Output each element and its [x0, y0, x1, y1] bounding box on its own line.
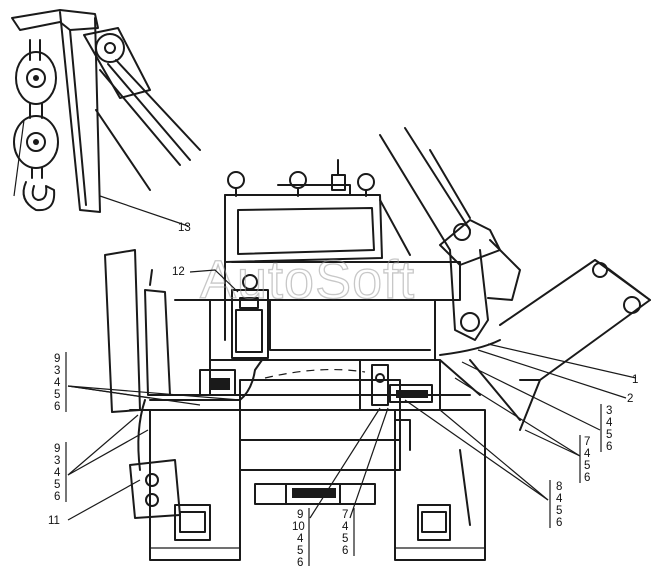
- stack-item: 4: [606, 417, 613, 429]
- stack-item: 5: [606, 429, 612, 441]
- stack-item: 4: [54, 377, 61, 389]
- stack-item: 4: [342, 521, 349, 533]
- cable-runs: [137, 339, 501, 471]
- stack-item: 5: [584, 460, 590, 472]
- callout-2: 2: [627, 393, 633, 405]
- stack-item: 6: [54, 401, 60, 413]
- stack-item: 5: [54, 479, 60, 491]
- stack-left-mid: 9 3 4 5 6: [54, 442, 67, 503]
- stack-item: 4: [584, 448, 591, 460]
- stack-item: 3: [54, 365, 60, 377]
- callout-13: 13: [178, 222, 191, 234]
- stack-right-b: 7 4 5 6: [579, 435, 591, 484]
- stack-item: 9: [297, 509, 303, 521]
- stack-item: 4: [556, 493, 563, 505]
- cab-body: [224, 159, 461, 341]
- right-track-frame: [394, 409, 486, 561]
- stack-item: 5: [342, 533, 348, 545]
- stack-item: 6: [342, 545, 348, 557]
- callout-1: 1: [632, 374, 638, 386]
- stack-item: 5: [54, 389, 60, 401]
- stack-item: 3: [606, 405, 612, 417]
- stack-item: 4: [297, 533, 304, 545]
- stack-item: 7: [342, 509, 348, 521]
- left-track-frame: [129, 409, 241, 561]
- stack-item: 6: [584, 472, 590, 484]
- stack-item: 6: [54, 491, 60, 503]
- stack-right-a: 3 4 5 6: [600, 404, 613, 453]
- leader-lines: [67, 195, 637, 521]
- stack-bottom-b: 7 4 5 6: [342, 508, 355, 557]
- watermark-text: AutoSoft: [200, 250, 415, 310]
- stack-item: 9: [54, 353, 60, 365]
- callout-labels: 13 12 11 1 2: [48, 222, 638, 527]
- hook-block-assembly: [11, 9, 201, 213]
- stack-item: 6: [606, 441, 612, 453]
- stack-item: 7: [584, 436, 590, 448]
- stack-item: 5: [297, 545, 303, 557]
- stack-item: 6: [556, 517, 562, 529]
- stack-item: 4: [54, 467, 61, 479]
- stack-item: 3: [54, 455, 60, 467]
- stack-left-top: 9 3 4 5 6: [54, 352, 67, 413]
- stack-item: 10: [292, 521, 305, 533]
- boom-mechanism: [379, 127, 651, 431]
- control-box: [199, 274, 269, 396]
- stack-item: 8: [556, 481, 562, 493]
- stack-bottom-a: 9 10 4 5 6: [292, 508, 310, 566]
- hydraulic-unit: [359, 359, 441, 411]
- stack-item: 6: [297, 557, 303, 566]
- stack-item: 9: [54, 443, 60, 455]
- callout-12: 12: [172, 266, 185, 278]
- callout-11: 11: [48, 515, 60, 527]
- stack-item: 5: [556, 505, 562, 517]
- stack-right-c: 8 4 5 6: [549, 480, 563, 529]
